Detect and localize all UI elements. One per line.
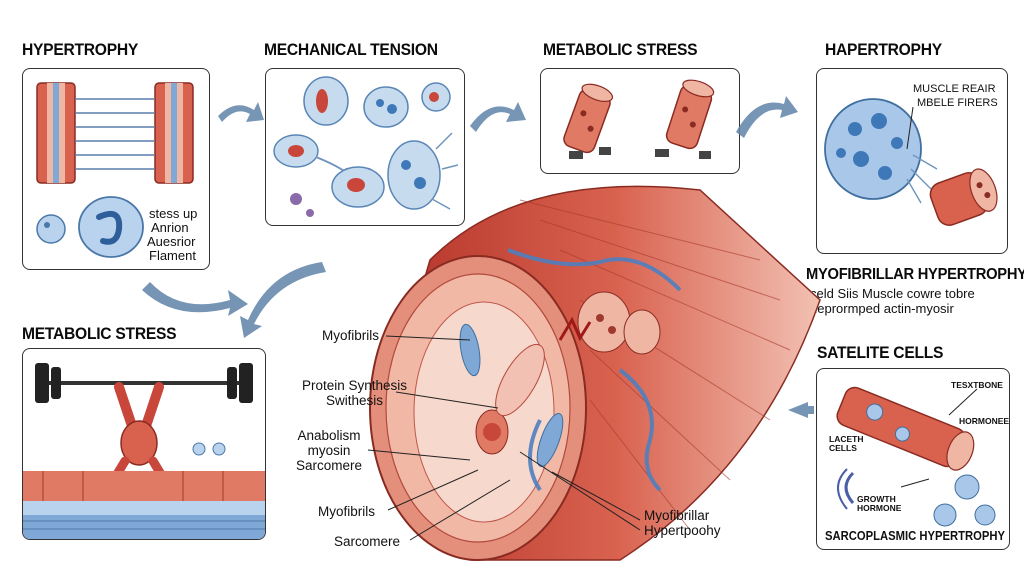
- myofibrillar-line-1: celd Siis Muscle cowre tobre: [810, 286, 975, 301]
- callout-protein-synthesis: Protein Synthesis Swithesis: [302, 378, 408, 408]
- cross-section-inner: [413, 301, 555, 523]
- hypertrophy-left-title: HYPERTROPHY: [22, 40, 139, 59]
- mechanical-tension-cells: [273, 76, 459, 217]
- hypertrophy-right-text-2: MBELE FIRERS: [917, 97, 998, 109]
- callout-myofibrillar-hypertrophy: Myofibrillar Hypertpoohy: [644, 508, 721, 538]
- callout-sarcomere: Sarcomere: [334, 534, 401, 549]
- metabolic-stress-fibers: [563, 79, 715, 159]
- satellite-label-lacteth: LACETH CELLS: [829, 434, 864, 453]
- satellite-label-growth: GROWTH HORMONE: [857, 494, 902, 513]
- barbell-lift-illustration: [23, 363, 265, 539]
- sarcomere-illustration: [36, 82, 194, 258]
- myofibrillar-line-2: neprormped actin-myosir: [810, 301, 954, 316]
- myofibrillar-hypertrophy-title: MYOFIBRILLAR HYPERTROPHY: [806, 266, 1024, 283]
- hypertrophy-right-text-1: MUSCLE REAIR: [913, 83, 996, 95]
- protruding-fibers: [558, 291, 661, 355]
- cross-section-outer: [369, 255, 587, 561]
- hypertrophy-right-panel: MUSCLE REAIR MBELE FIRERS: [816, 68, 1008, 254]
- satellite-cells-title: SATELITE CELLS: [817, 343, 944, 362]
- callout-lines: [367, 335, 641, 541]
- metabolic-stress-bottom-panel: [22, 348, 266, 540]
- callout-myofibrils-bottom: Myofibrils: [318, 504, 376, 519]
- hypertrophy-left-text-2: Anrion: [151, 220, 189, 235]
- inner-fiber-bundles: [459, 323, 564, 467]
- hypertrophy-left-panel: stess up Anrion Auesrior Flament: [22, 68, 210, 270]
- hypertrophy-left-text-4: Flament: [149, 248, 196, 263]
- metabolic-stress-top-panel: [540, 68, 740, 174]
- hypertrophy-left-text-1: stess up: [149, 206, 198, 221]
- cross-section-perimysium: [385, 273, 571, 543]
- muscle-repair-illustration: [824, 98, 998, 226]
- satellite-label-testrone: TESXTBONE: [951, 380, 1003, 390]
- hypertrophy-right-title: HAPERTROPHY: [825, 40, 942, 59]
- satellite-label-hormone: HORMONEE: [959, 416, 1010, 426]
- sarcoplasmic-hypertrophy-label: SARCOPLASMIC HYPERTROPHY: [825, 529, 1006, 543]
- hypertrophy-left-text-3: Auesrior: [147, 234, 196, 249]
- callout-myofibrils-top: Myofibrils: [322, 328, 380, 343]
- blood-vessels: [507, 248, 682, 492]
- metabolic-stress-top-title: METABOLIC STRESS: [543, 40, 698, 59]
- satellite-cells-illustration: [836, 386, 996, 527]
- satellite-cells-panel: TESXTBONE HORMONEE LACETH CELLS GROWTH H…: [816, 368, 1010, 550]
- mechanical-tension-title: MECHANICAL TENSION: [264, 40, 438, 59]
- mechanical-tension-panel: [265, 68, 465, 226]
- metabolic-stress-bottom-title: METABOLIC STRESS: [22, 324, 177, 343]
- callout-anabolism: Anabolism myosin Sarcomere: [296, 428, 363, 473]
- muscle-body: [411, 185, 821, 561]
